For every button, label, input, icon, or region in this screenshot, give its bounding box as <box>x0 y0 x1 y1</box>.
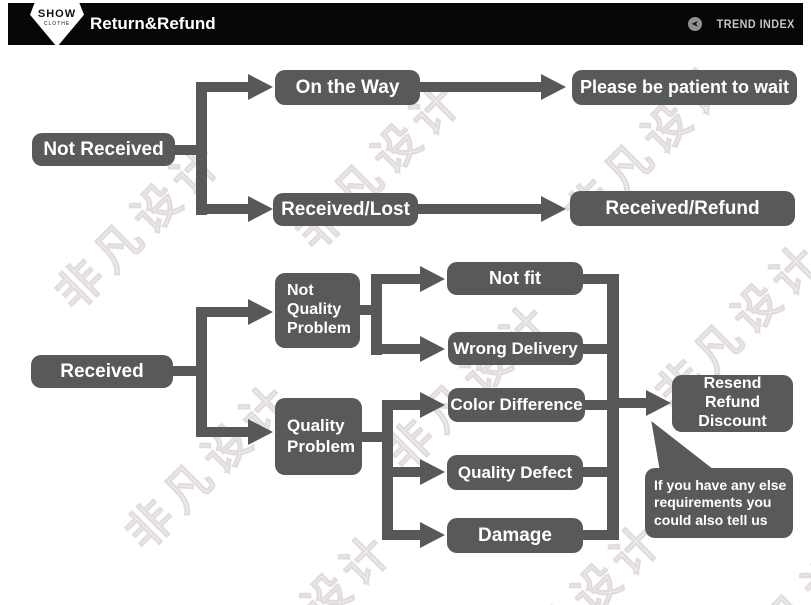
node-color-difference: Color Difference <box>448 388 585 422</box>
node-not-quality-problem-line2: Quality <box>287 301 342 319</box>
connector-not-fit-out <box>583 274 609 284</box>
arrowhead-wrong-delivery <box>420 336 445 362</box>
arrowhead-not-fit <box>420 266 445 292</box>
connector-to-not-fit <box>371 274 422 284</box>
connector-to-wrong-delivery <box>371 344 422 354</box>
arrowhead-received-lost <box>248 196 273 222</box>
header-bar <box>8 3 803 45</box>
node-not-quality-problem-line3: Problem <box>287 319 352 337</box>
node-quality-problem-line2: Problem <box>287 436 356 456</box>
trend-index-arrow-icon: ➤ <box>688 17 703 31</box>
arrowhead-quality-defect <box>420 459 445 485</box>
node-quality-problem: Quality Problem <box>275 398 362 475</box>
brand-logo-line1: SHOW <box>37 8 77 20</box>
connector-received-stub <box>173 366 203 376</box>
connector-not-received-stub <box>173 145 203 155</box>
connector-not-received-trunk <box>196 82 207 215</box>
watermark-text: 非凡设计 <box>208 513 407 605</box>
arrowhead-not-quality-problem <box>248 299 273 325</box>
speech-bubble-line2: requirements you <box>654 494 772 511</box>
node-received: Received <box>31 355 173 388</box>
speech-bubble: If you have any else requirements you co… <box>645 468 793 538</box>
arrowhead-quality-problem <box>248 419 273 445</box>
connector-damage-out <box>583 530 609 540</box>
node-please-be-patient: Please be patient to wait <box>572 70 797 105</box>
node-received-lost: Received/Lost <box>273 193 418 226</box>
arrowhead-received-refund <box>541 196 566 222</box>
connector-received-trunk <box>196 307 207 437</box>
node-damage: Damage <box>447 518 583 553</box>
arrowhead-resend <box>646 390 671 416</box>
node-resend-line1: Resend <box>703 375 762 393</box>
arrowhead-please-wait <box>541 74 566 100</box>
arrowhead-on-the-way <box>248 74 273 100</box>
connector-quality-defect-out <box>583 467 609 477</box>
node-on-the-way: On the Way <box>275 70 420 105</box>
speech-bubble-line3: could also tell us <box>654 511 768 528</box>
connector-to-not-quality-problem <box>196 307 250 317</box>
node-resend-refund-discount: Resend Refund Discount <box>672 375 793 432</box>
connector-qp-stub <box>362 432 393 442</box>
connector-to-received-refund <box>418 204 543 214</box>
trend-index-group: ➤ TREND INDEX <box>688 3 795 45</box>
node-wrong-delivery: Wrong Delivery <box>448 332 583 365</box>
node-quality-problem-line1: Quality <box>287 416 345 436</box>
node-resend-line2: Refund <box>704 394 761 412</box>
page-title: Return&Refund <box>90 14 216 33</box>
speech-bubble-line1: If you have any else <box>654 477 787 494</box>
trend-index-label: TREND INDEX <box>716 17 795 31</box>
node-resend-line3: Discount <box>698 412 767 430</box>
connector-to-quality-defect <box>382 467 422 477</box>
connector-to-damage <box>382 530 422 540</box>
connector-to-received-lost <box>196 204 250 214</box>
connector-to-color-difference <box>382 400 422 410</box>
watermark-text: 非凡设计 <box>375 290 566 481</box>
node-not-quality-problem-line1: Not <box>287 282 314 300</box>
brand-logo-line2: CLOTHE <box>43 21 71 27</box>
connector-collect-trunk <box>607 274 619 540</box>
connector-to-on-the-way <box>196 82 250 92</box>
node-not-received: Not Received <box>32 133 175 166</box>
node-not-fit: Not fit <box>447 262 583 295</box>
node-not-quality-problem: Not Quality Problem <box>275 273 360 348</box>
arrowhead-color-difference <box>420 392 445 418</box>
connector-wrong-delivery-out <box>583 344 609 354</box>
node-received-refund: Received/Refund <box>570 191 795 226</box>
connector-to-resend <box>618 398 648 408</box>
connector-color-difference-out <box>585 400 609 410</box>
node-quality-defect: Quality Defect <box>447 455 583 490</box>
connector-to-quality-problem <box>196 427 250 437</box>
arrowhead-damage <box>420 522 445 548</box>
connector-nqp-trunk <box>371 274 382 355</box>
connector-to-please-wait <box>420 82 543 92</box>
